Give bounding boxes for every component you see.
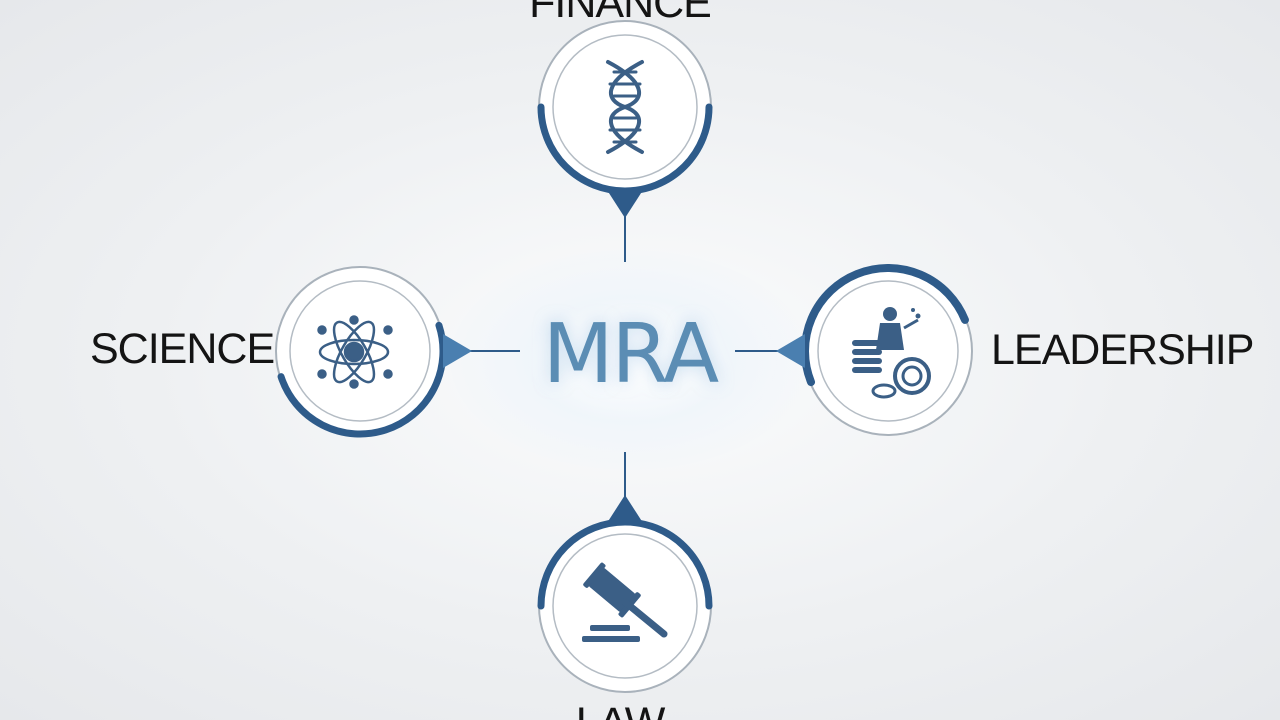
center-title: MRA (542, 307, 720, 402)
coins-person-icon (852, 307, 931, 399)
node-law (537, 495, 713, 693)
gavel-icon (582, 562, 668, 642)
node-science (275, 266, 472, 438)
label-leadership: LEADERSHIP (991, 326, 1254, 374)
atom-icon (317, 315, 393, 389)
label-finance: FINANCE (529, 0, 712, 27)
label-science: SCIENCE (90, 325, 275, 373)
dna-icon (606, 60, 644, 154)
label-law: LAW (540, 698, 700, 720)
node-leadership (776, 264, 973, 436)
center-glow (450, 250, 810, 470)
node-finance (537, 20, 713, 218)
